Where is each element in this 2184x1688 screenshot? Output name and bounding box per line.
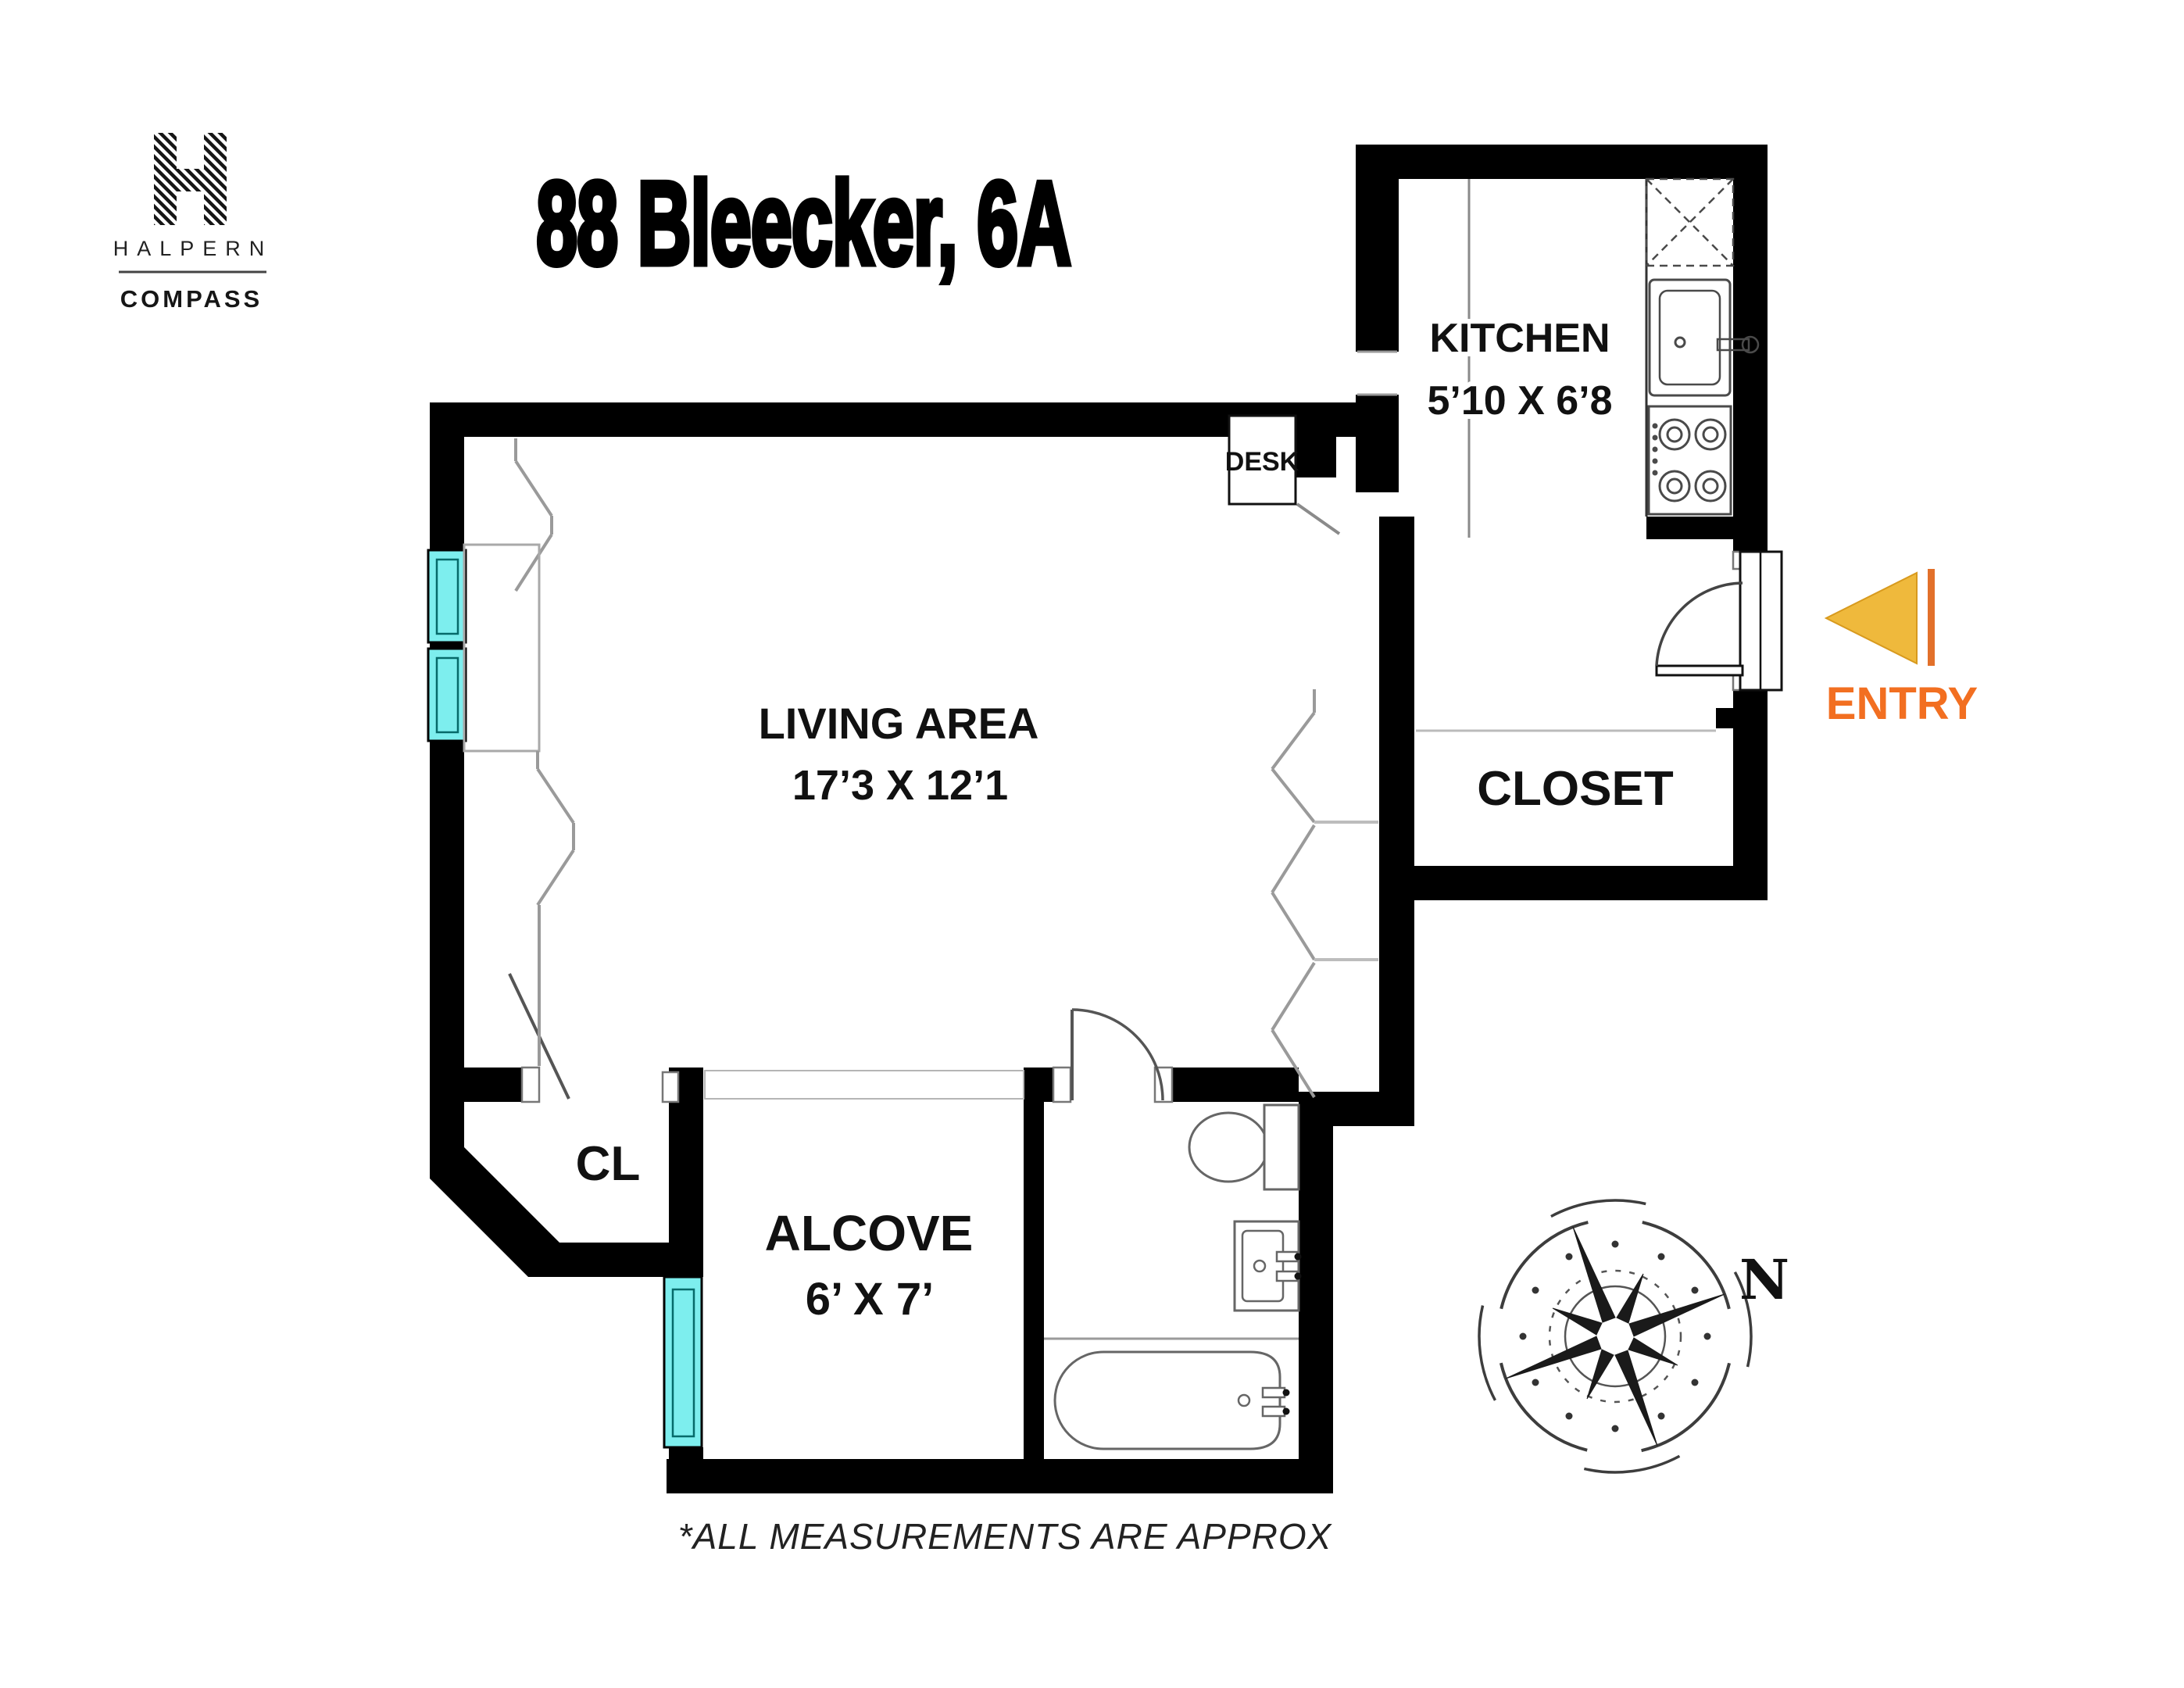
alcove-dimensions: 6’ X 7’: [806, 1274, 934, 1325]
cl-door-icon: [508, 973, 680, 1103]
kitchen-label: KITCHEN: [1429, 316, 1610, 361]
desk-icon: DESK: [1225, 414, 1299, 506]
entry-arrow-icon: [1824, 571, 1918, 665]
entry-marker: ENTRY: [1824, 569, 1978, 729]
toilet-icon: [1188, 1103, 1300, 1191]
alcove-opening: [704, 1070, 1024, 1100]
kitchen-door-leaf-icon: [1296, 502, 1341, 535]
doors: [508, 350, 1783, 1103]
kitchen-fixtures: [1467, 177, 1760, 538]
radiator-bay-icon: [463, 543, 541, 753]
entry-marker-line: [1928, 569, 1935, 666]
living-window-icon: [427, 549, 467, 742]
windows: [427, 549, 703, 1449]
closet-label: CLOSET: [1477, 762, 1674, 816]
halpern-compass-logo: HALPERN COMPASS: [113, 133, 273, 313]
living-area-dimensions: 17’3 X 12’1: [792, 762, 1008, 809]
bathtub-icon: [1044, 1337, 1299, 1450]
halpern-monogram-icon: [154, 133, 227, 225]
desk-label: DESK: [1225, 447, 1299, 477]
kitchen-sink-icon: [1648, 278, 1760, 397]
entry-door-icon: [1655, 550, 1783, 692]
compass-rose-icon: N: [1478, 1199, 1789, 1474]
closet-bifold-doors-icon: [463, 438, 1378, 1099]
alcove-label: ALCOVE: [765, 1205, 974, 1261]
living-area-label: LIVING AREA: [759, 699, 1039, 748]
alcove-window-icon: [663, 1275, 703, 1449]
logo-name: HALPERN: [113, 237, 273, 260]
page-title: 88 Bleecker, 6A: [536, 156, 1071, 289]
bathroom-sink-icon: [1233, 1220, 1302, 1312]
footnote: *ALL MEASUREMENTS ARE APPROX: [678, 1516, 1333, 1557]
bathroom-fixtures: [1044, 1103, 1302, 1450]
compass-north-label: N: [1739, 1247, 1789, 1312]
stove-icon: [1647, 405, 1732, 516]
logo-sub: COMPASS: [120, 285, 263, 313]
upper-cabinet-icon: [1645, 177, 1735, 267]
entry-label: ENTRY: [1826, 678, 1978, 729]
kitchen-dimensions: 5’10 X 6’8: [1427, 378, 1612, 424]
bathroom-door-icon: [1052, 1008, 1174, 1103]
cl-label: CL: [576, 1137, 641, 1191]
